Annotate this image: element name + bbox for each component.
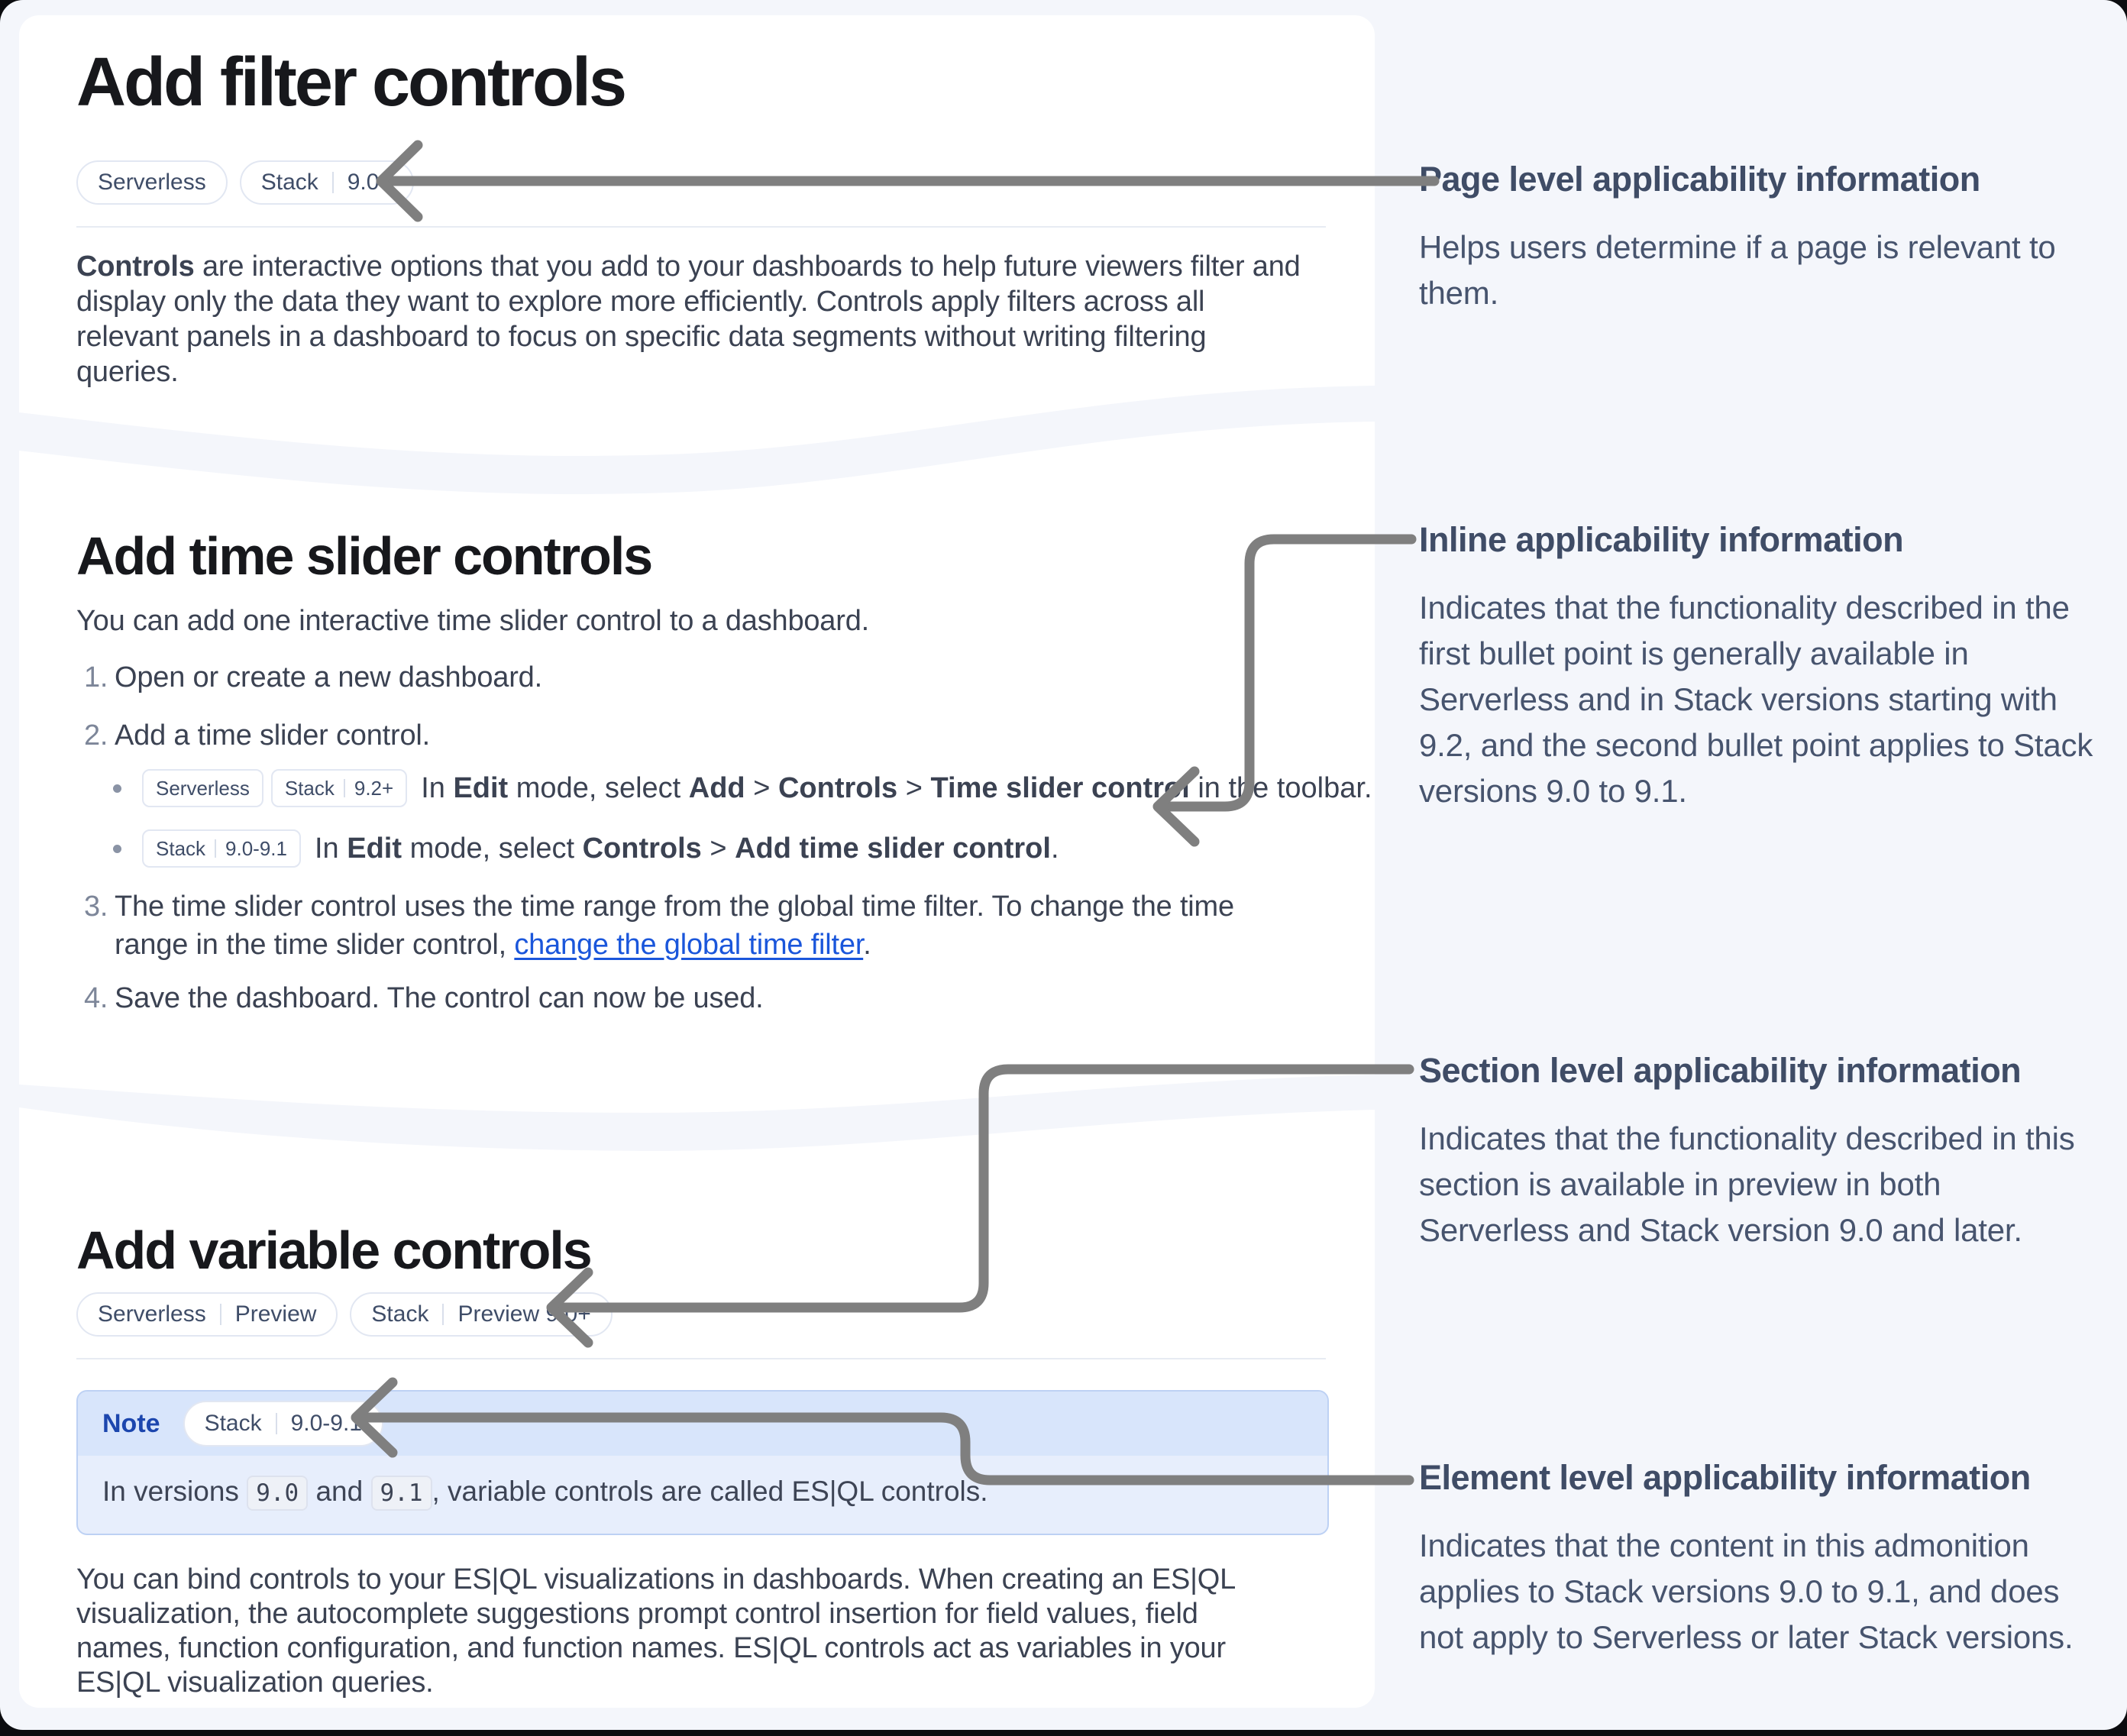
time-slider-intro: You can add one interactive time slider … xyxy=(76,605,869,637)
note-header: Note Stack 9.0-9.1 xyxy=(78,1392,1327,1456)
badge-stack-preview-9-0-plus[interactable]: Stack Preview 9.0+ xyxy=(350,1292,613,1337)
badge-note-stack-9-0-9-1[interactable]: Stack 9.0-9.1 xyxy=(183,1401,383,1447)
annotation-body: Indicates that the content in this admon… xyxy=(1419,1527,2074,1655)
section-level-badges: Serverless Preview Stack Preview 9.0+ xyxy=(76,1292,613,1337)
step-text: Add a time slider control. xyxy=(115,719,430,752)
badge-divider xyxy=(275,1413,277,1434)
page-level-badges: Serverless Stack 9.0+ xyxy=(76,160,414,205)
badge-divider xyxy=(215,839,217,858)
badge-lifecycle: Preview xyxy=(234,1301,317,1327)
badge-lifecycle-version: Preview 9.0+ xyxy=(457,1301,591,1327)
step-number: 3. xyxy=(84,891,108,923)
step-number: 1. xyxy=(84,661,108,693)
annotation-heading: Element level applicability information xyxy=(1419,1458,2031,1497)
bullet-dot xyxy=(113,844,121,853)
badge-serverless[interactable]: Serverless xyxy=(76,160,228,205)
annotation-heading: Section level applicability information xyxy=(1419,1051,2022,1090)
badge-label: Stack xyxy=(260,170,318,195)
annotation-heading: Page level applicability information xyxy=(1419,160,1980,199)
step-1: 1. Open or create a new dashboard. xyxy=(84,658,542,697)
note-admonition: Note Stack 9.0-9.1 In versions 9.0 and 9… xyxy=(76,1390,1329,1535)
badge-version: 9.0-9.1 xyxy=(225,836,287,860)
step-text-end: . xyxy=(863,929,871,961)
badge-label: Stack xyxy=(371,1301,429,1327)
bullet-stack-9-0-9-1: Stack 9.0-9.1 In Edit mode, select Contr… xyxy=(113,829,1059,868)
step-text: The time slider control uses the time ra… xyxy=(115,891,1234,961)
global-time-filter-link[interactable]: change the global time filter xyxy=(514,929,864,961)
step-3: 3. The time slider control uses the time… xyxy=(84,887,1306,964)
step-text: Save the dashboard. The control can now … xyxy=(115,982,764,1014)
step-number: 4. xyxy=(84,982,108,1014)
inline-code-9-0: 9.0 xyxy=(247,1476,309,1511)
badge-version: 9.2+ xyxy=(354,776,394,800)
bullet-text: In Edit mode, select Add > Controls > Ti… xyxy=(421,771,1372,804)
badge-label: Stack xyxy=(284,776,335,800)
annotation-body: Indicates that the functionality describ… xyxy=(1419,590,2093,809)
badge-label: Stack xyxy=(156,836,206,860)
step-2: 2. Add a time slider control. xyxy=(84,716,430,755)
annotation-body: Indicates that the functionality describ… xyxy=(1419,1120,2075,1248)
badge-label: Stack xyxy=(204,1411,262,1436)
badge-label: Serverless xyxy=(98,1301,206,1327)
annotation-body: Helps users determine if a page is relev… xyxy=(1419,229,2056,311)
badge-divider xyxy=(442,1304,444,1325)
badge-serverless-inline[interactable]: Serverless xyxy=(142,769,263,807)
intro-paragraph: Controls are interactive options that yo… xyxy=(76,249,1314,390)
badge-stack-9-2-plus[interactable]: Stack 9.2+ xyxy=(270,769,408,807)
badge-stack-9-0-9-1[interactable]: Stack 9.0-9.1 xyxy=(142,829,301,868)
note-label: Note xyxy=(102,1408,160,1438)
intro-text: are interactive options that you add to … xyxy=(76,251,1301,388)
step-number: 2. xyxy=(84,719,108,752)
note-body: In versions 9.0 and 9.1, variable contro… xyxy=(78,1456,1327,1511)
badge-version: 9.0+ xyxy=(347,170,393,195)
annotation-section-level: Section level applicability information … xyxy=(1419,1050,2099,1253)
badge-label: Serverless xyxy=(98,170,206,195)
inline-code-9-1: 9.1 xyxy=(370,1476,432,1511)
variable-controls-paragraph: You can bind controls to your ES|QL visu… xyxy=(76,1563,1235,1699)
section-title-variable-controls: Add variable controls xyxy=(76,1220,593,1280)
title-divider xyxy=(76,226,1326,228)
badge-divider xyxy=(219,1304,221,1325)
section-title-time-slider: Add time slider controls xyxy=(76,526,653,586)
intro-bold-controls: Controls xyxy=(76,251,195,283)
annotation-page-level: Page level applicability information Hel… xyxy=(1419,159,2099,316)
badge-serverless-preview[interactable]: Serverless Preview xyxy=(76,1292,338,1337)
badge-version: 9.0-9.1 xyxy=(290,1411,362,1436)
annotation-inline-level: Inline applicability information Indicat… xyxy=(1419,519,2099,814)
badge-label: Serverless xyxy=(156,776,250,800)
step-text: Open or create a new dashboard. xyxy=(115,661,542,693)
bullet-serverless-stack-9-2: Serverless Stack 9.2+ In Edit mode, sele… xyxy=(113,769,1372,807)
annotation-element-level: Element level applicability information … xyxy=(1419,1457,2099,1660)
badge-divider xyxy=(343,779,345,797)
bullet-text: In Edit mode, select Controls > Add time… xyxy=(314,832,1059,865)
annotation-heading: Inline applicability information xyxy=(1419,520,1904,559)
badge-stack-9-0-plus[interactable]: Stack 9.0+ xyxy=(239,160,414,205)
bullet-dot xyxy=(113,784,121,793)
badge-divider xyxy=(331,172,334,193)
page-title: Add filter controls xyxy=(76,44,627,121)
section-divider xyxy=(76,1358,1326,1359)
step-4: 4. Save the dashboard. The control can n… xyxy=(84,979,764,1017)
